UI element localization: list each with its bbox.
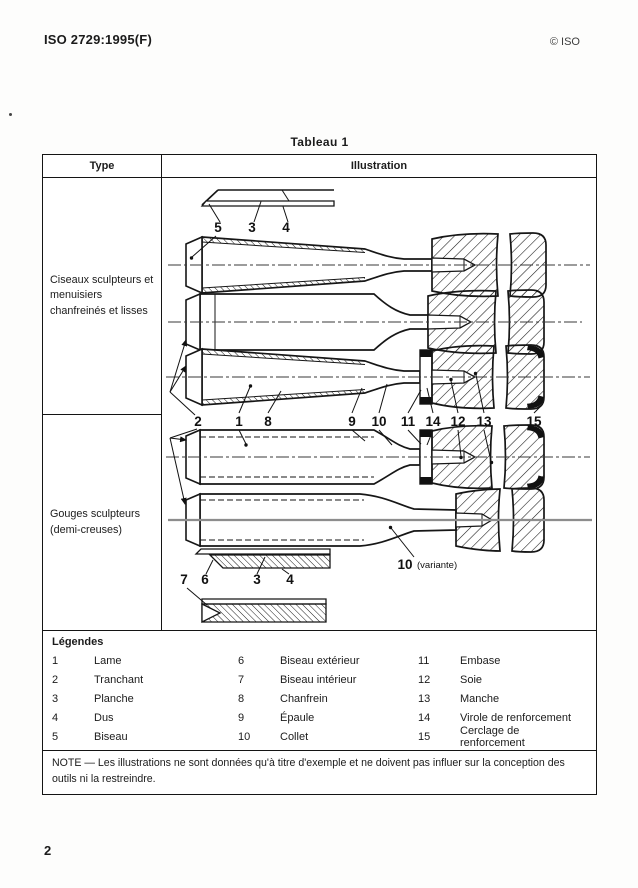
callout-2: 2: [194, 414, 202, 429]
legend-number: 10: [238, 730, 251, 743]
callout-1: 1: [235, 414, 243, 429]
legend-label: Biseau extérieur: [280, 654, 360, 667]
type-column: Ciseaux sculpteurs et menuisiers chanfre…: [43, 178, 162, 630]
callout-5: 5: [214, 220, 222, 235]
legend-label: Collet: [280, 730, 309, 743]
type-cell-gouges: Gouges sculpteurs (demi-creuses): [50, 508, 141, 536]
copyright-label: © ISO: [549, 36, 580, 48]
legend-item: 1 Lame: [52, 651, 238, 670]
column-header-type: Type: [43, 155, 162, 177]
table-1: Type Illustration Ciseaux sculpteurs et …: [42, 154, 597, 795]
callout-4-top: 4: [282, 220, 290, 235]
gouge-profile-outer-bevel: [194, 548, 331, 569]
callout-8: 8: [264, 414, 272, 429]
callout-11: 11: [401, 414, 416, 429]
scan-speck: [9, 113, 12, 116]
document-reference: ISO 2729:1995(F): [44, 32, 152, 47]
legend-label: Embase: [460, 654, 501, 667]
callout-9: 9: [348, 414, 356, 429]
callout-15: 15: [526, 414, 542, 429]
variant-label: (variante): [417, 560, 457, 571]
column-header-illustration: Illustration: [350, 160, 408, 172]
legend-number: 14: [418, 711, 431, 724]
callout-12: 12: [450, 414, 465, 429]
legend-label: Soie: [460, 673, 483, 686]
table-title: Tableau 1: [290, 135, 349, 149]
table-note: NOTE — Les illustrations ne sont données…: [43, 750, 596, 794]
legend-item: 14 Virole de renforcement: [418, 708, 587, 727]
illustration-drawing: 5 3 4 2 1 8 9 10 11 14 12 13 15: [166, 189, 592, 624]
legend-number: 3: [52, 692, 59, 705]
legend-item: 2 Tranchant: [52, 670, 238, 689]
legend-number: 11: [418, 654, 430, 667]
legend-label: Planche: [94, 692, 134, 705]
legend-item: 6 Biseau extérieur: [238, 651, 418, 670]
legend-label: Épaule: [280, 711, 315, 724]
legend-item: 4 Dus: [52, 708, 238, 727]
callout-4-bottom: 4: [286, 572, 294, 587]
callout-numbers: 5 3 4 2 1 8 9 10 11 14 12 13 15: [180, 220, 542, 587]
legend-grid: 1 Lame 2 Tranchant 3 Planche 4 Dus 5 Biseau 6…: [52, 651, 587, 749]
legend-column-1: 1 Lame 2 Tranchant 3 Planche 4 Dus 5 Biseau: [52, 651, 238, 746]
legend-number: 1: [52, 654, 59, 667]
callout-10-variant: 10: [397, 557, 412, 572]
legend-item: 3 Planche: [52, 689, 238, 708]
page-number: 2: [44, 843, 52, 858]
illustration-column: 5 3 4 2 1 8 9 10 11 14 12 13 15: [162, 178, 596, 630]
callout-6: 6: [201, 572, 209, 587]
legend-number: 13: [418, 692, 431, 705]
leader-lines: [169, 201, 542, 606]
centerlines: [166, 264, 592, 522]
legend-item: 5 Biseau: [52, 727, 238, 746]
callout-14: 14: [425, 414, 441, 429]
legend-number: 5: [52, 730, 59, 743]
legend-column-3: 11 Embase 12 Soie 13 Manche 14 Virole de ren…: [418, 651, 587, 749]
legend-section: Légendes 1 Lame 2 Tranchant 3 Planche 4 Dus …: [43, 630, 596, 750]
legend-label: Biseau intérieur: [280, 673, 357, 686]
table-body: Ciseaux sculpteurs et menuisiers chanfre…: [43, 178, 596, 630]
legend-item: 9 Épaule: [238, 708, 418, 727]
gouge-profile-inner-bevel: [201, 598, 327, 624]
legend-label: Virole de renforcement: [460, 711, 572, 724]
legend-item: 8 Chanfrein: [238, 689, 418, 708]
callout-10: 10: [371, 414, 386, 429]
callout-7: 7: [180, 572, 188, 587]
legend-number: 7: [238, 673, 245, 686]
blade-profile-side-view: [200, 189, 335, 207]
leader-dots: [189, 256, 494, 530]
legend-number: 6: [238, 654, 245, 667]
legend-item: 13 Manche: [418, 689, 587, 708]
legend-title: Légendes: [52, 636, 104, 648]
legend-number: 8: [238, 692, 245, 705]
legend-label: Biseau: [94, 730, 128, 743]
legend-item: 15 Cerclage de renforcement: [418, 724, 587, 749]
legend-label: Chanfrein: [280, 692, 328, 705]
legend-column-2: 6 Biseau extérieur 7 Biseau intérieur 8 Cha…: [238, 651, 418, 746]
legend-item: 12 Soie: [418, 670, 587, 689]
legend-label: Dus: [94, 711, 114, 724]
legend-label: Cerclage de renforcement: [460, 724, 525, 749]
callout-13: 13: [476, 414, 492, 429]
legend-label: Tranchant: [94, 673, 144, 686]
type-cell-ciseaux: Ciseaux sculpteurs et menuisiers chanfre…: [43, 178, 161, 415]
legend-item: 7 Biseau intérieur: [238, 670, 418, 689]
callout-3-bottom: 3: [253, 572, 261, 587]
callout-3-top: 3: [248, 220, 256, 235]
legend-number: 4: [52, 711, 59, 724]
legend-label: Manche: [460, 692, 500, 705]
legend-number: 12: [418, 673, 431, 686]
legend-number: 15: [418, 730, 431, 743]
legend-number: 2: [52, 673, 59, 686]
table-header-row: Type Illustration: [43, 155, 596, 178]
table-wrapper: Tableau 1 Type Illustration Ciseaux scul…: [42, 135, 597, 795]
legend-number: 9: [238, 711, 245, 724]
legend-item: 11 Embase: [418, 651, 587, 670]
legend-item: 10 Collet: [238, 727, 418, 746]
legend-label: Lame: [94, 654, 122, 667]
